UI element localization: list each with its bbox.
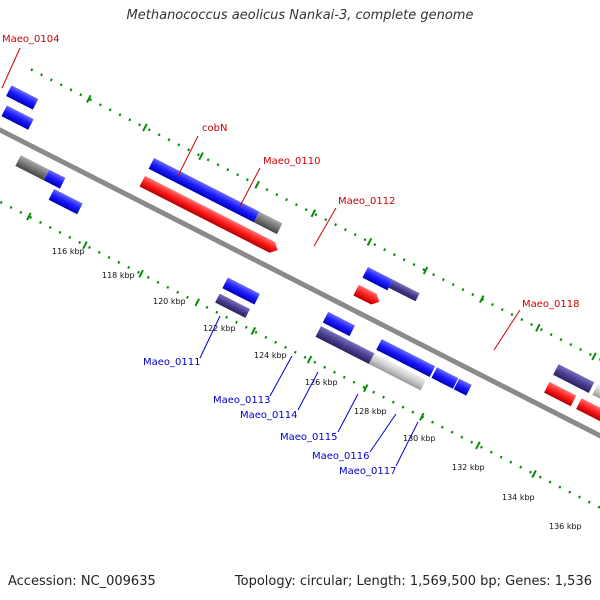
kbp-label: 136 kbp xyxy=(549,522,582,531)
gene-feature[interactable] xyxy=(553,364,595,393)
gene-feature[interactable] xyxy=(1,105,34,130)
bottom-gene-labels: Maeo_0111 Maeo_0113 Maeo_0114 Maeo_0115 … xyxy=(143,315,419,477)
topology-text: Topology: circular; Length: 1,569,500 bp… xyxy=(234,574,592,589)
gene-Maeo_0114[interactable] xyxy=(315,326,348,351)
gene-label-Maeo_0113[interactable]: Maeo_0113 xyxy=(213,395,270,406)
gene-Maeo_0113[interactable] xyxy=(322,311,355,337)
gene-label-Maeo_0104[interactable]: Maeo_0104 xyxy=(2,34,59,45)
genome-backbone xyxy=(0,105,600,496)
forward-genes-row1 xyxy=(6,85,600,427)
kbp-label: 126 kbp xyxy=(305,378,338,387)
gene-feature[interactable] xyxy=(215,293,250,318)
gene-Maeo_0117[interactable] xyxy=(431,367,459,389)
gene-feature[interactable] xyxy=(253,211,283,235)
gene-label-Maeo_0112[interactable]: Maeo_0112 xyxy=(338,196,395,207)
inner-ruler xyxy=(0,185,600,552)
kbp-label: 132 kbp xyxy=(452,463,485,472)
kbp-label: 120 kbp xyxy=(153,297,186,306)
kbp-label: 116 kbp xyxy=(52,247,85,256)
gene-feature[interactable] xyxy=(250,232,280,255)
gene-feature[interactable] xyxy=(6,85,39,110)
gene-label-cobN[interactable]: cobN xyxy=(202,123,227,134)
kbp-label: 128 kbp xyxy=(354,407,387,416)
gene-label-Maeo_0114[interactable]: Maeo_0114 xyxy=(240,410,297,421)
gene-feature[interactable] xyxy=(43,169,66,189)
top-gene-labels: Maeo_0104 cobN Maeo_0110 Maeo_0112 Maeo_… xyxy=(1,34,579,351)
gene-feature[interactable] xyxy=(15,155,50,181)
gene-feature[interactable] xyxy=(388,279,420,302)
gene-feature[interactable] xyxy=(362,266,393,291)
gene-label-Maeo_0116[interactable]: Maeo_0116 xyxy=(312,451,369,462)
gene-label-Maeo_0118[interactable]: Maeo_0118 xyxy=(522,299,579,310)
gene-feature[interactable] xyxy=(48,188,83,215)
kbp-label: 134 kbp xyxy=(502,493,535,502)
outer-ruler xyxy=(30,68,600,434)
forward-genes-row2 xyxy=(1,105,600,446)
major-ticks xyxy=(26,94,597,478)
gene-cobN[interactable] xyxy=(148,158,260,223)
accession-text: Accession: NC_009635 xyxy=(8,574,156,589)
kbp-label: 124 kbp xyxy=(254,351,287,360)
kbp-label: 118 kbp xyxy=(102,271,135,280)
map-title: Methanococcus aeolicus Nankai-3, complet… xyxy=(126,8,474,23)
kbp-label: 122 kbp xyxy=(203,324,236,333)
gene-Maeo_0112[interactable] xyxy=(353,284,382,307)
gene-label-Maeo_0110[interactable]: Maeo_0110 xyxy=(263,156,320,167)
gene-Maeo_0111[interactable] xyxy=(222,277,260,305)
gene-Maeo_0118[interactable] xyxy=(576,398,600,446)
kbp-label: 130 kbp xyxy=(403,434,436,443)
gene-Maeo_0110[interactable] xyxy=(139,175,256,243)
gene-feature[interactable] xyxy=(544,381,577,407)
genome-track xyxy=(0,68,600,552)
gene-label-Maeo_0117[interactable]: Maeo_0117 xyxy=(339,466,396,477)
gene-Maeo_0116[interactable] xyxy=(368,353,427,391)
gene-label-Maeo_0115[interactable]: Maeo_0115 xyxy=(280,432,337,443)
gene-label-Maeo_0111[interactable]: Maeo_0111 xyxy=(143,357,200,368)
reverse-genes xyxy=(15,155,472,396)
kbp-labels: 116 kbp 118 kbp 120 kbp 122 kbp 124 kbp … xyxy=(52,247,582,531)
gene-feature[interactable] xyxy=(453,378,472,396)
gene-Maeo_0115[interactable] xyxy=(376,339,436,378)
gene-feature[interactable] xyxy=(342,339,375,365)
